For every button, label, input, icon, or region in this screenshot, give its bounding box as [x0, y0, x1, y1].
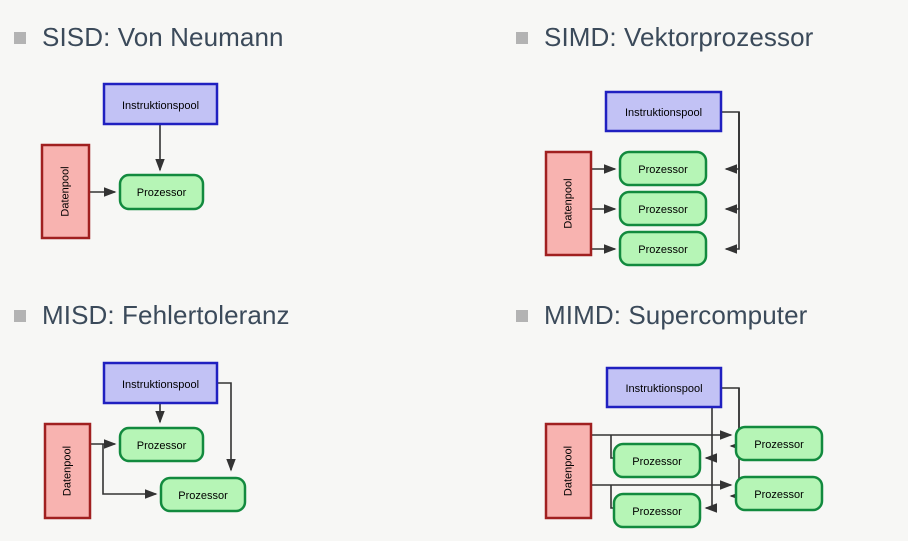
node-data-pool: Datenpool — [40, 143, 91, 240]
heading-mimd: MIMD: Supercomputer — [516, 300, 807, 331]
node-processor: Prozessor — [118, 173, 205, 211]
node-label: Prozessor — [137, 440, 187, 452]
node-label: Datenpool — [61, 446, 73, 496]
node-instruction-pool: Instruktionspool — [605, 366, 723, 409]
node-label: Instruktionspool — [122, 379, 199, 391]
node-label: Datenpool — [562, 446, 574, 496]
node-label: Prozessor — [137, 187, 187, 199]
diagram-mimd: Instruktionspool Datenpool Prozessor Pro… — [544, 366, 824, 529]
arrow-instruction-to-processor-1 — [721, 111, 740, 174]
quadrant-misd: MISD: Fehlertoleranz Instruktionspool — [0, 280, 454, 541]
quadrant-sisd: SISD: Von Neumann Instruktionspool Daten… — [0, 0, 454, 280]
heading-sisd: SISD: Von Neumann — [14, 22, 284, 53]
square-bullet-icon — [14, 309, 26, 322]
quadrant-mimd: MIMD: Supercomputer Instrukt — [454, 280, 908, 541]
arrow-instruction-to-processor-3 — [724, 112, 740, 254]
square-bullet-icon — [14, 31, 26, 44]
node-processor: Prozessor — [618, 150, 708, 187]
node-label: Prozessor — [638, 244, 688, 256]
arrow-instruction-to-processor-2 — [217, 382, 236, 472]
square-bullet-icon — [516, 309, 528, 322]
node-processor: Prozessor — [612, 492, 702, 529]
diagram-misd: Instruktionspool Datenpool Prozessor Pro… — [43, 361, 247, 520]
node-label: Prozessor — [638, 204, 688, 216]
node-label: Prozessor — [178, 490, 228, 502]
arrow-instruction-to-processor-l1 — [704, 407, 718, 463]
node-label: Prozessor — [754, 489, 804, 501]
node-instruction-pool: Instruktionspool — [102, 82, 219, 126]
node-data-pool: Datenpool — [544, 150, 593, 257]
diagram-simd: Instruktionspool Datenpool Prozessor Pro… — [544, 90, 740, 267]
node-label: Instruktionspool — [122, 100, 199, 112]
square-bullet-icon — [516, 31, 528, 44]
node-data-pool: Datenpool — [544, 422, 593, 520]
arrow-instruction-to-processor-2 — [724, 112, 740, 214]
node-processor: Prozessor — [612, 442, 702, 479]
node-label: Prozessor — [638, 164, 688, 176]
node-instruction-pool: Instruktionspool — [604, 90, 723, 133]
node-label: Prozessor — [632, 456, 682, 468]
node-label: Prozessor — [754, 439, 804, 451]
node-processor: Prozessor — [159, 476, 247, 513]
node-processor: Prozessor — [618, 190, 708, 227]
node-processor: Prozessor — [734, 475, 824, 512]
heading-simd-text: SIMD: Vektorprozessor — [544, 22, 814, 52]
node-label: Prozessor — [632, 506, 682, 518]
heading-misd: MISD: Fehlertoleranz — [14, 300, 290, 331]
node-label: Datenpool — [562, 178, 574, 228]
node-label: Instruktionspool — [625, 383, 702, 395]
node-data-pool: Datenpool — [43, 422, 92, 520]
node-processor: Prozessor — [118, 426, 205, 463]
heading-mimd-text: MIMD: Supercomputer — [544, 300, 808, 330]
node-processor: Prozessor — [734, 425, 824, 462]
diagram-sisd: Instruktionspool Datenpool Prozessor — [40, 82, 219, 240]
arrow-instruction-to-processor-l2 — [704, 458, 718, 513]
heading-simd: SIMD: Vektorprozessor — [516, 22, 813, 53]
node-label: Datenpool — [59, 166, 71, 216]
quadrant-simd: SIMD: Vektorprozessor Instruktionspool — [454, 0, 908, 280]
node-instruction-pool: Instruktionspool — [102, 361, 219, 405]
heading-misd-text: MISD: Fehlertoleranz — [42, 300, 290, 330]
heading-sisd-text: SISD: Von Neumann — [42, 22, 284, 52]
node-processor: Prozessor — [618, 230, 708, 267]
node-label: Instruktionspool — [625, 107, 702, 119]
arrow-data-to-processor-2 — [102, 444, 158, 499]
